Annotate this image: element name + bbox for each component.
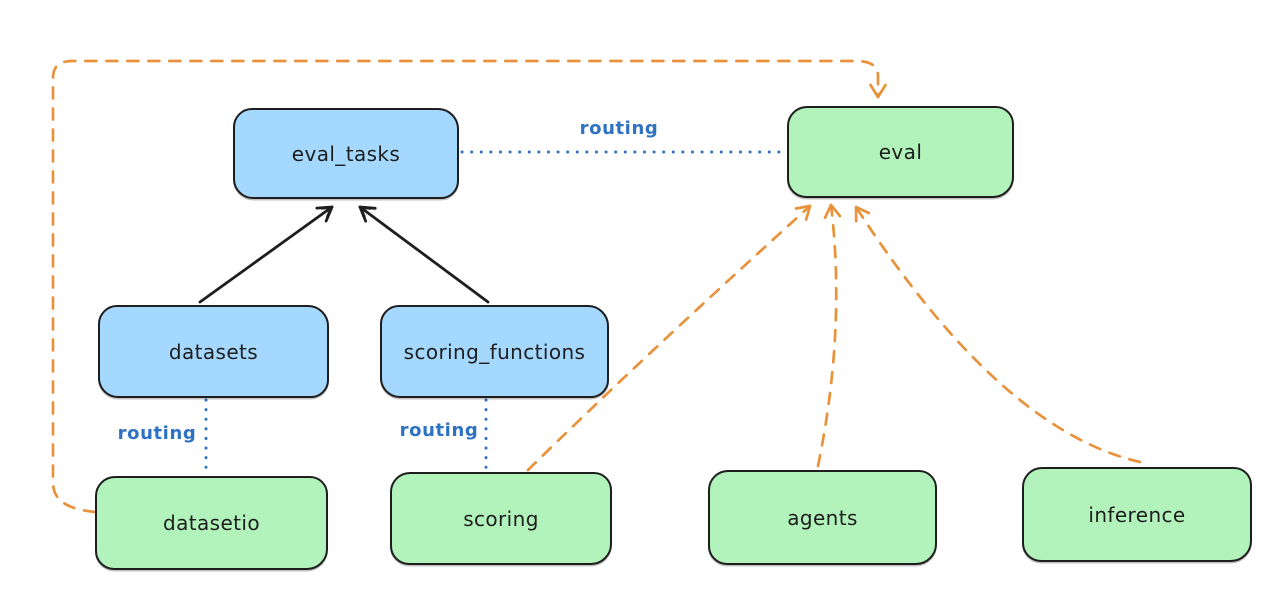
edge-datasets-to-eval-tasks bbox=[198, 205, 334, 304]
edge-scoring-to-eval bbox=[526, 204, 812, 472]
routing-label-scoring-functions-scoring: routing bbox=[399, 420, 479, 441]
node-scoring-functions-label: scoring_functions bbox=[403, 339, 586, 364]
node-datasetio-label: datasetio bbox=[162, 511, 260, 535]
routing-label-eval-tasks-eval: routing bbox=[579, 118, 659, 139]
node-agents: agents bbox=[708, 470, 937, 565]
node-eval: eval bbox=[787, 106, 1014, 198]
node-inference: inference bbox=[1022, 467, 1252, 562]
node-datasets: datasets bbox=[98, 305, 329, 398]
node-eval-tasks-label: eval_tasks bbox=[291, 141, 401, 166]
edge-datasetio-to-eval bbox=[51, 59, 887, 514]
node-datasets-label: datasets bbox=[168, 339, 259, 364]
node-datasetio: datasetio bbox=[95, 476, 328, 570]
node-scoring-functions: scoring_functions bbox=[380, 305, 609, 398]
node-eval-tasks: eval_tasks bbox=[233, 108, 459, 199]
routing-label-datasets-datasetio: routing bbox=[117, 423, 197, 444]
node-agents-label: agents bbox=[787, 505, 858, 530]
node-inference-label: inference bbox=[1088, 502, 1186, 527]
edge-inference-to-eval bbox=[854, 205, 1142, 464]
node-eval-label: eval bbox=[878, 140, 923, 164]
node-scoring: scoring bbox=[390, 472, 612, 565]
edge-scoring-functions-to-eval-tasks bbox=[358, 205, 490, 304]
node-scoring-label: scoring bbox=[463, 506, 539, 531]
edge-agents-to-eval bbox=[816, 203, 842, 468]
